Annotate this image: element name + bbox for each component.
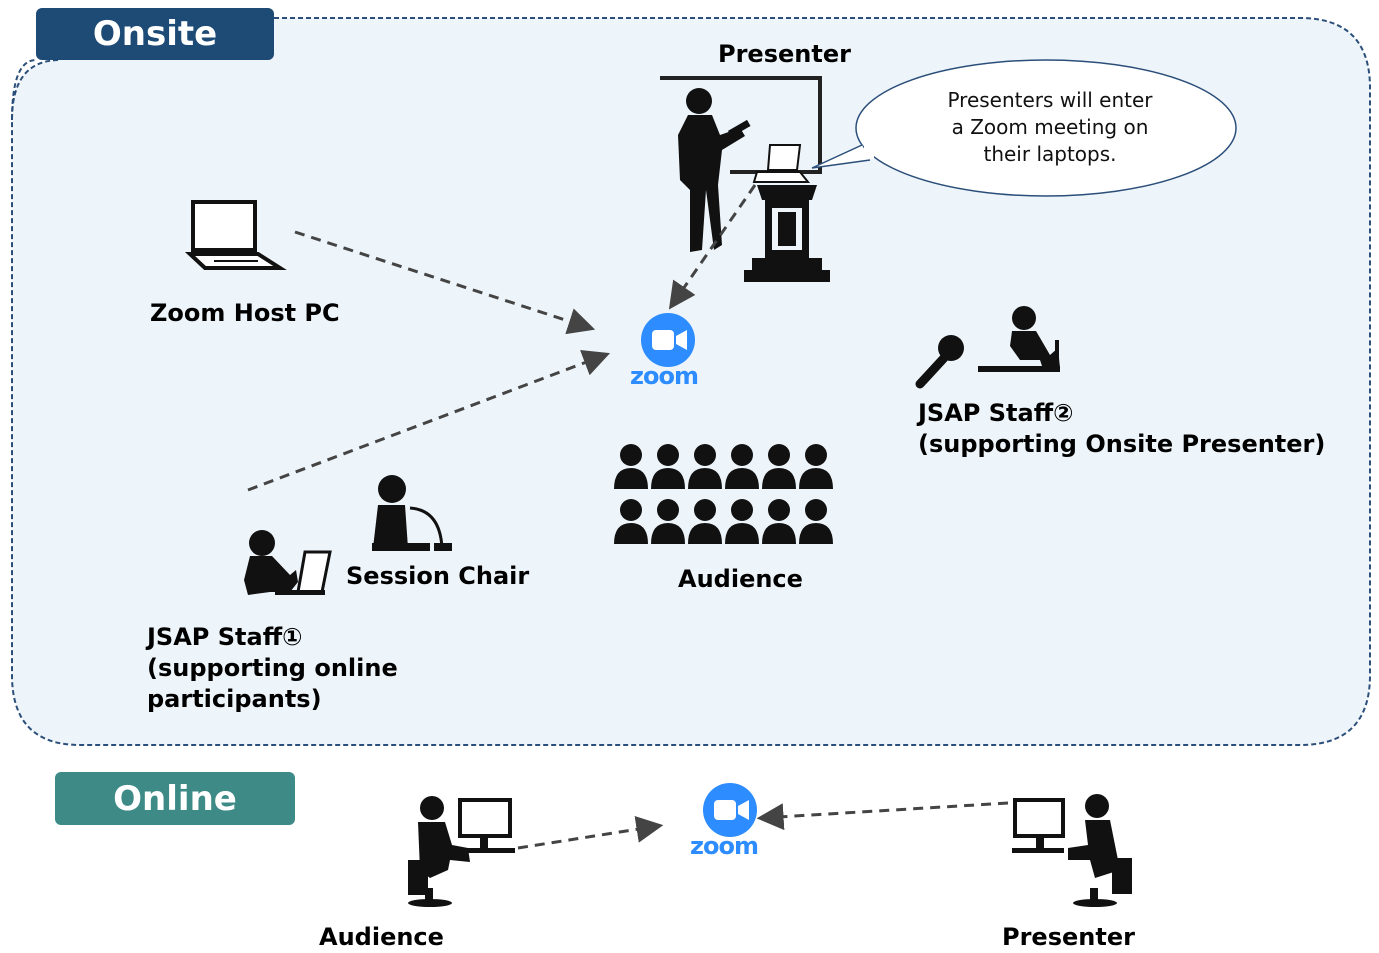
onsite-area	[11, 17, 1371, 746]
speech-bubble-text: Presenters will enter a Zoom meeting on …	[880, 87, 1220, 168]
writing-staff-icon	[978, 306, 1060, 372]
zoom-logo-online-icon	[703, 783, 757, 837]
staff-laptop-icon	[244, 530, 332, 595]
bubble-line: a Zoom meeting on	[951, 115, 1149, 139]
session-chair-label: Session Chair	[346, 562, 530, 590]
staff2-title: JSAP Staff②	[918, 399, 1074, 427]
zoom-host-label: Zoom Host PC	[150, 299, 340, 327]
online-presenter-label: Presenter	[1002, 923, 1135, 951]
staff1-role: (supporting online	[147, 654, 398, 682]
podium-laptop-icon	[752, 144, 811, 183]
arrow-laptop-to-zoom	[668, 184, 757, 310]
onsite-audience-label: Audience	[678, 565, 803, 593]
staff2-role: (supporting Onsite Presenter)	[918, 430, 1326, 458]
online-presenter-icon	[1012, 794, 1132, 907]
staff1-role-cont: participants)	[147, 685, 322, 713]
podium-icon	[744, 185, 830, 282]
zoom-logo-icon	[641, 313, 695, 367]
microphone-icon	[915, 335, 964, 389]
zoom-wordmark-online: zoom	[690, 832, 759, 860]
online-audience-label: Audience	[319, 923, 444, 951]
laptop-icon	[184, 200, 287, 270]
arrow-presenter-to-zoom	[756, 801, 1009, 831]
bubble-line: Presenters will enter	[947, 88, 1153, 112]
presenter-figure-icon	[678, 88, 751, 252]
zoom-wordmark: zoom	[630, 362, 699, 390]
session-chair-icon	[372, 475, 452, 551]
arrow-staff1-to-zoom	[247, 350, 611, 492]
onsite-tag: Onsite	[36, 8, 274, 60]
bubble-line: their laptops.	[983, 142, 1117, 166]
online-audience-icon	[408, 796, 515, 907]
presenter-label: Presenter	[718, 40, 851, 68]
arrow-audience-to-zoom	[517, 816, 664, 850]
arrow-host-to-zoom	[294, 230, 596, 335]
speech-bubble	[811, 59, 1237, 197]
online-tag: Online	[55, 772, 295, 825]
staff1-title: JSAP Staff①	[147, 623, 303, 651]
